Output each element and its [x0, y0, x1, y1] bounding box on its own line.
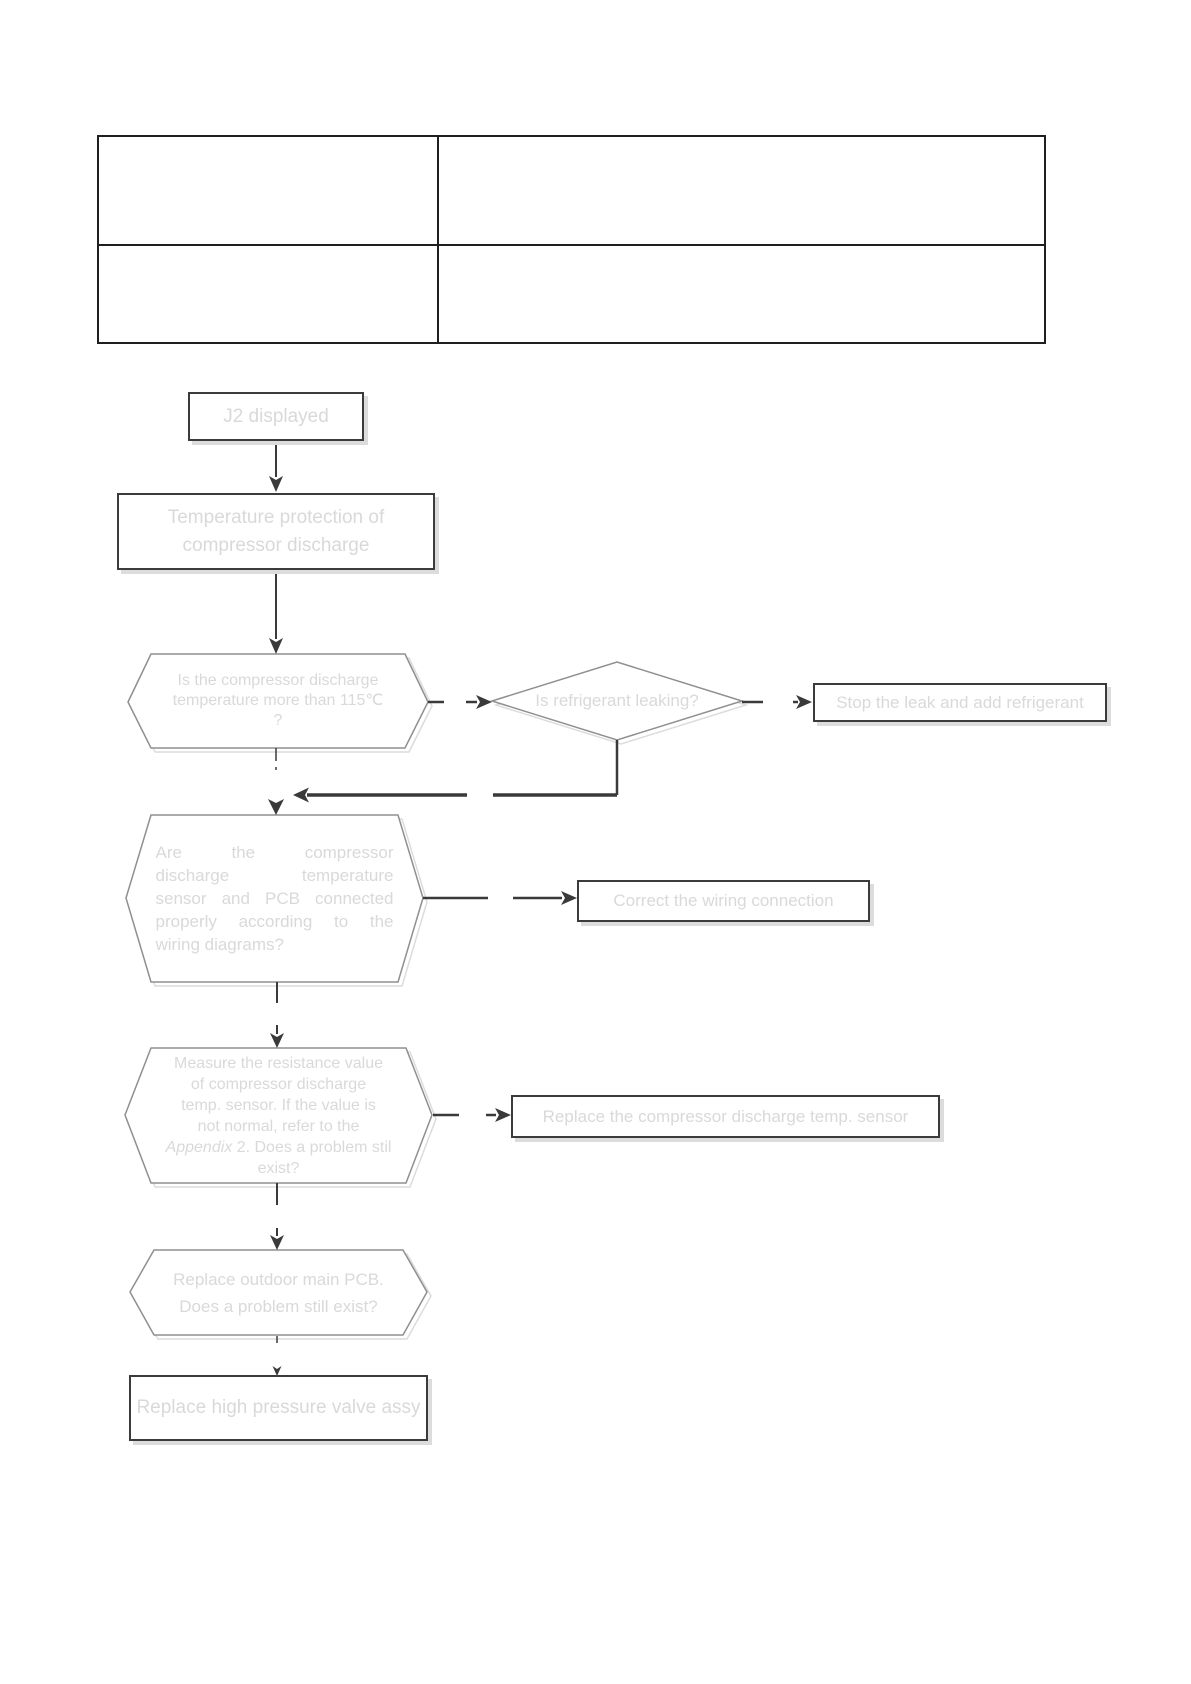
text-line: of compressor discharge — [190, 1075, 367, 1093]
node-q-resistance: Measure the resistance value of compresso… — [125, 1048, 432, 1183]
text-line: temp. sensor. If the value is — [181, 1096, 376, 1114]
node-replace-valve: Replace high pressure valve assy — [129, 1375, 428, 1441]
text-line: discharge temperature — [155, 866, 394, 885]
node-q-temp-text: Is the compressor discharge temperature m… — [173, 671, 384, 731]
node-stop-leak: Stop the leak and add refrigerant — [813, 683, 1107, 722]
node-replace-sensor-label: Replace the compressor discharge temp. s… — [542, 1106, 909, 1126]
table-row-divider — [99, 244, 1044, 246]
text-line: Temperature protection of — [167, 506, 385, 528]
node-q-wiring: Are the compressor discharge temperature s… — [126, 815, 423, 982]
node-q-leak: Is refrigerant leaking? — [492, 662, 742, 740]
appendix-italic: Appendix — [165, 1138, 233, 1156]
hexagon-q-resistance — [124, 1047, 433, 1184]
text-line: Does a problem still exist? — [179, 1296, 378, 1316]
text-line: temperature more than 115℃ — [172, 692, 384, 709]
node-temperature-protection: Temperature protection of compressor disc… — [117, 493, 435, 570]
node-correct-wiring: Correct the wiring connection — [577, 880, 870, 922]
text-line: Replace outdoor main PCB. — [173, 1269, 384, 1289]
node-stop-leak-label: Stop the leak and add refrigerant — [836, 692, 1084, 712]
node-replace-sensor: Replace the compressor discharge temp. s… — [511, 1095, 940, 1138]
info-table — [97, 135, 1046, 344]
text-line: sensor and PCB connected — [155, 889, 394, 908]
node-j2-displayed: J2 displayed — [188, 392, 364, 441]
text-line: compressor discharge — [182, 534, 370, 556]
text-line: ? — [273, 712, 283, 729]
node-q-temp: Is the compressor discharge temperature m… — [128, 654, 428, 748]
text-line: wiring diagrams? — [155, 935, 285, 954]
node-correct-wiring-label: Correct the wiring connection — [613, 891, 834, 910]
node-q-pcb-text: Replace outdoor main PCB. Does a problem … — [173, 1266, 384, 1320]
node-j2-label: J2 displayed — [223, 405, 329, 427]
text-line: properly according to the — [155, 912, 394, 931]
node-q-resistance-lines: Measure the resistance value of compresso… — [166, 1053, 392, 1137]
node-q-resistance-text: Measure the resistance value of compresso… — [166, 1053, 392, 1179]
node-q-pcb: Replace outdoor main PCB. Does a problem … — [130, 1250, 427, 1335]
hexagon-q-pcb — [129, 1249, 428, 1336]
arrowheads — [268, 476, 812, 1376]
text-line: not normal, refer to the — [197, 1117, 360, 1135]
text-line: Is the compressor discharge — [177, 672, 379, 689]
connector-lines — [275, 441, 798, 1343]
node-q-resistance-line6: exist? — [257, 1159, 300, 1177]
shape-shadows — [128, 657, 749, 1340]
text-line: Measure the resistance value — [174, 1054, 383, 1072]
table-column-divider — [437, 137, 439, 342]
node-q-wiring-text: Are the compressor discharge temperature s… — [156, 841, 394, 956]
node-q-resistance-line5: Appendix 2. Does a problem stil — [166, 1137, 392, 1158]
node-replace-valve-label: Replace high pressure valve assy — [136, 1397, 421, 1418]
node-q-resistance-line5-rest: 2. Does a problem stil — [232, 1138, 392, 1156]
node-temperature-protection-text: Temperature protection of compressor disc… — [168, 504, 385, 560]
text-line: Are the compressor — [155, 843, 394, 862]
node-q-leak-label: Is refrigerant leaking? — [535, 691, 699, 710]
